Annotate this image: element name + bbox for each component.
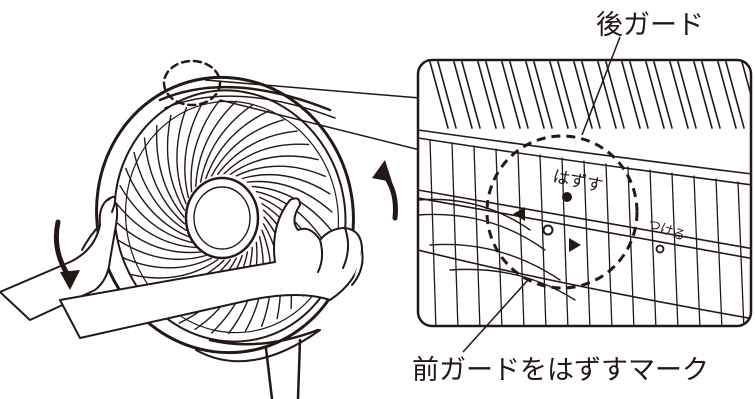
rear-guard-bar <box>485 61 505 129</box>
front-guard-rib <box>517 151 525 326</box>
rear-guard-bar <box>525 61 545 129</box>
rear-guard-bar <box>693 61 713 129</box>
rear-guard-bar <box>477 61 497 129</box>
callout-leaders <box>462 36 621 353</box>
front-guard-rim-bands <box>418 129 751 321</box>
front-guard-rib <box>715 178 723 326</box>
fan-mark-dashed-circle <box>162 59 222 107</box>
rear-guard-bar <box>653 61 673 129</box>
guard-wire <box>117 239 207 261</box>
rear-guard-bar <box>725 61 745 129</box>
rear-guard-bar <box>501 61 521 129</box>
guard-wire <box>125 167 190 238</box>
rear-guard-bar <box>429 61 449 129</box>
guard-wire <box>235 165 326 177</box>
guard-wire <box>155 124 185 218</box>
guard-wire <box>184 102 204 199</box>
front-guard-ribs <box>429 139 745 326</box>
rear-guard-bar <box>437 61 457 129</box>
guard-wire <box>223 143 310 175</box>
guard-wire <box>116 203 197 249</box>
rear-guard-bar <box>629 61 649 129</box>
right-hand <box>59 197 364 339</box>
rear-guard-bar <box>669 61 689 129</box>
guard-wire <box>176 107 187 205</box>
rear-guard-bar <box>581 61 601 129</box>
left-triangle-icon <box>513 207 525 221</box>
rear-guard-bar <box>461 61 481 129</box>
attach-circle <box>655 244 665 254</box>
front-guard-rib <box>429 139 437 326</box>
right-triangle-icon <box>569 238 581 252</box>
guard-wire <box>133 151 187 231</box>
guard-wire <box>205 110 270 180</box>
front-guard-rib <box>649 169 657 326</box>
detail-zoom-panel: はずす つける <box>416 58 753 328</box>
front-guard-rib <box>451 142 459 326</box>
rear-guard-bar <box>557 61 577 129</box>
rear-guard-bar <box>645 61 665 129</box>
guard-wire <box>241 173 331 195</box>
front-guard-rib <box>583 160 591 326</box>
zoom-leader-lines <box>204 79 421 151</box>
front-guard-rib <box>627 166 635 326</box>
guard-wire <box>246 180 333 213</box>
guard-wire <box>210 119 285 177</box>
front-guard-rib <box>473 145 481 326</box>
front-guard-rib <box>737 181 745 326</box>
rear-guard-bar <box>509 61 529 129</box>
rear-guard-bar <box>717 61 737 129</box>
left-hand <box>0 196 119 321</box>
remove-dot <box>562 192 572 202</box>
front-guard-rib <box>693 175 701 326</box>
guard-wire <box>122 257 213 269</box>
rear-guard-bar <box>677 61 697 129</box>
front-guard-rib <box>605 163 613 326</box>
guard-wire <box>115 221 202 254</box>
mark-dashed-circle <box>485 134 639 290</box>
curved-arrow-up-icon <box>372 160 398 221</box>
guard-wire <box>129 259 219 279</box>
rear-guard-bar <box>741 61 751 129</box>
rear-guard-bar <box>597 61 617 129</box>
guard-wire <box>190 99 221 193</box>
front-guard-mark-callout: 前ガードをはずすマーク <box>412 355 709 386</box>
guard-wire <box>166 114 186 211</box>
front-guard-rib <box>561 157 569 326</box>
rear-guard-bar <box>605 61 625 129</box>
guard-wire <box>119 185 193 244</box>
guard-wire <box>229 155 319 175</box>
guard-wire <box>143 137 186 225</box>
rear-guard-bars <box>429 61 751 129</box>
rear-guard-bar <box>549 61 569 129</box>
front-guard-rib <box>539 154 547 326</box>
guard-wire <box>217 130 298 175</box>
rear-guard-bar <box>621 61 641 129</box>
rear-guard-bar <box>533 61 553 129</box>
curved-arrow-down-icon <box>53 219 80 290</box>
fan-illustration <box>0 59 398 399</box>
rear-guard-bar <box>453 61 473 129</box>
front-guard-rib <box>495 148 503 326</box>
front-guard-rib <box>671 172 679 326</box>
mark-center-circle <box>542 224 554 236</box>
rear-guard-bar <box>701 61 721 129</box>
guard-wire <box>195 100 237 188</box>
blade-curves <box>418 198 576 301</box>
guard-wire <box>199 103 254 183</box>
fan-hub <box>184 176 260 260</box>
rear-guard-callout: 後ガード <box>596 10 704 41</box>
